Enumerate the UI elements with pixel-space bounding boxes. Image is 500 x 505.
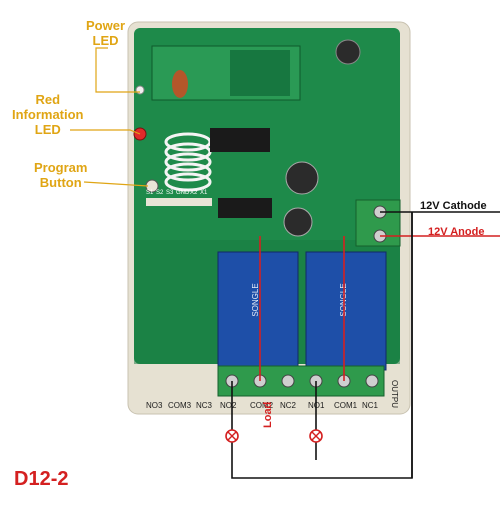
terminal-label: NC3 (196, 401, 213, 410)
load-label: Load (262, 401, 274, 428)
callout-line: Program (34, 160, 88, 175)
callout-line: Power (86, 18, 126, 33)
callout-line: Information (12, 107, 84, 122)
callout-line: Button (39, 175, 82, 190)
pin-label: S2 (156, 190, 164, 196)
relay-2 (305, 251, 387, 371)
model-label: D12-2 (14, 468, 69, 490)
ic-chip (210, 128, 270, 152)
terminal-label: NC2 (280, 401, 297, 410)
callout-lines (70, 47, 149, 187)
ic-chip-2 (218, 198, 272, 218)
pin-label: GND (176, 190, 190, 196)
pin-label: X2 (190, 190, 198, 196)
terminal-label: NC1 (362, 401, 379, 410)
pin-header (146, 198, 212, 206)
pin-label: S3 (166, 190, 174, 196)
terminal-label: COM1 (334, 401, 358, 410)
pin-label: X1 (200, 190, 208, 196)
relay-1-marking: SONGLE (251, 283, 260, 316)
callout-line: LED (34, 122, 61, 137)
terminal-label: COM2 (250, 401, 274, 410)
power-led-callout: Power LED (86, 18, 125, 48)
inductor (172, 70, 188, 98)
relay-brand-1: SONGLE (251, 283, 260, 316)
cathode-label: 12V Cathode (420, 200, 487, 212)
capacitor-3 (283, 207, 313, 237)
terminal-label: NO3 (146, 401, 163, 410)
callout-line: Red (35, 92, 61, 107)
output-terminal-strip (217, 365, 385, 397)
output-label: OUTPU (390, 380, 399, 408)
pin-label: S1 (146, 190, 154, 196)
pin-labels: S1 S2 S3 GND X2 X1 (146, 190, 208, 196)
program-button-callout: Program Button (34, 160, 87, 190)
capacitor-2 (285, 161, 319, 195)
relay-1 (217, 251, 299, 371)
terminal-label: COM3 (168, 401, 192, 410)
wiring (231, 211, 500, 479)
anode-label: 12V Anode (428, 226, 485, 238)
capacitor (335, 39, 361, 65)
load-markers (225, 429, 323, 443)
power-led (135, 85, 145, 95)
red-info-led-callout: Red Information LED (12, 92, 84, 137)
terminal-label: NO2 (220, 401, 237, 410)
callout-line: LED (92, 33, 119, 48)
